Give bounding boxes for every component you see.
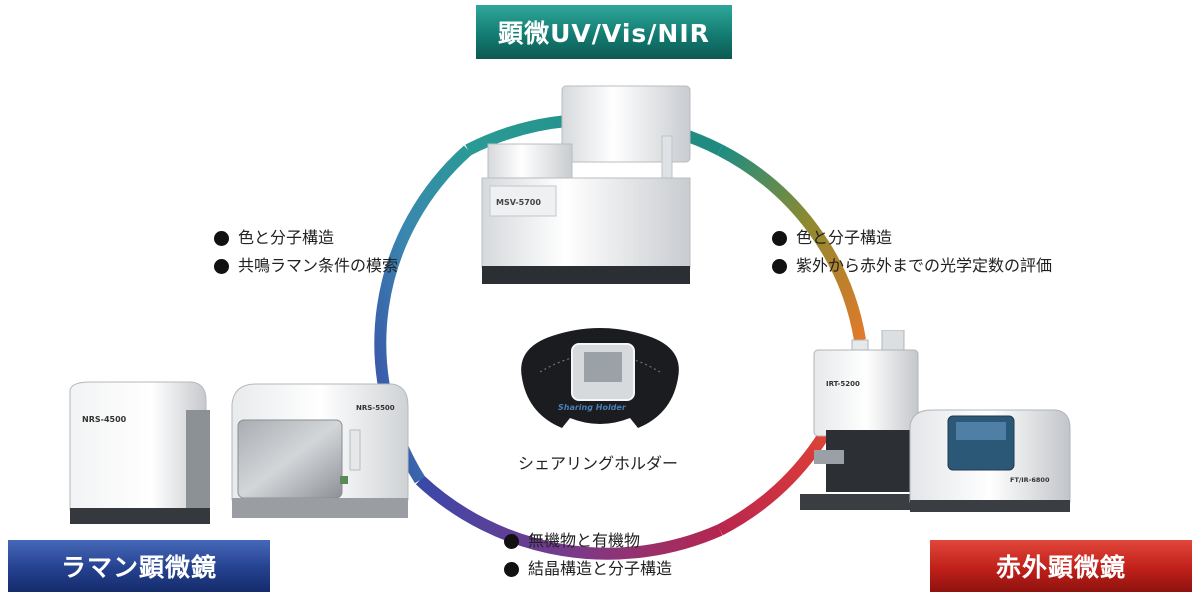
list-item: 色と分子構造 <box>772 224 1052 252</box>
uv-model-label: MSV-5700 <box>496 198 541 207</box>
list-item: 色と分子構造 <box>214 224 398 252</box>
list-item: 紫外から赤外までの光学定数の評価 <box>772 252 1052 280</box>
bullet-dot <box>504 533 519 549</box>
list-item: 無機物と有機物 <box>504 527 672 555</box>
raman-large-model-label: NRS-5500 <box>356 404 395 412</box>
uv-microspectrometer-image: MSV-5700 <box>481 85 691 284</box>
banner-raman-microscope: ラマン顕微鏡 <box>8 540 270 592</box>
raman-microscope-image: NRS-5500 <box>231 383 409 518</box>
list-top-left: 色と分子構造 共鳴ラマン条件の模索 <box>214 224 398 280</box>
bullet-dot <box>214 258 229 274</box>
raman-small-model-label: NRS-4500 <box>82 415 127 424</box>
ftir-model-label: FT/IR-6800 <box>1010 476 1050 484</box>
bullet-dot <box>772 230 787 246</box>
bullet-dot <box>772 258 787 274</box>
ir-scope-model-label: IRT-5200 <box>826 380 860 388</box>
holder-caption: シェアリングホルダー <box>518 454 679 473</box>
holder-label: Sharing Holder <box>558 403 627 412</box>
list-bottom-center: 無機物と有機物 結晶構造と分子構造 <box>504 527 672 583</box>
list-item: 結晶構造と分子構造 <box>504 555 672 583</box>
raman-compact-image: NRS-4500 <box>69 381 210 524</box>
list-item: 共鳴ラマン条件の模索 <box>214 252 398 280</box>
banner-uv-vis-nir: 顕微UV/Vis/NIR <box>476 5 732 59</box>
bullet-dot <box>214 230 229 246</box>
bullet-dot <box>504 561 519 577</box>
banner-ir-microscope: 赤外顕微鏡 <box>930 540 1192 592</box>
sharing-holder-image: Sharing Holder <box>521 328 679 428</box>
list-top-right: 色と分子構造 紫外から赤外までの光学定数の評価 <box>772 224 1052 280</box>
ftir-spectrometer-image: FT/IR-6800 <box>909 409 1071 512</box>
ir-microscope-image: IRT-5200 <box>800 330 930 510</box>
